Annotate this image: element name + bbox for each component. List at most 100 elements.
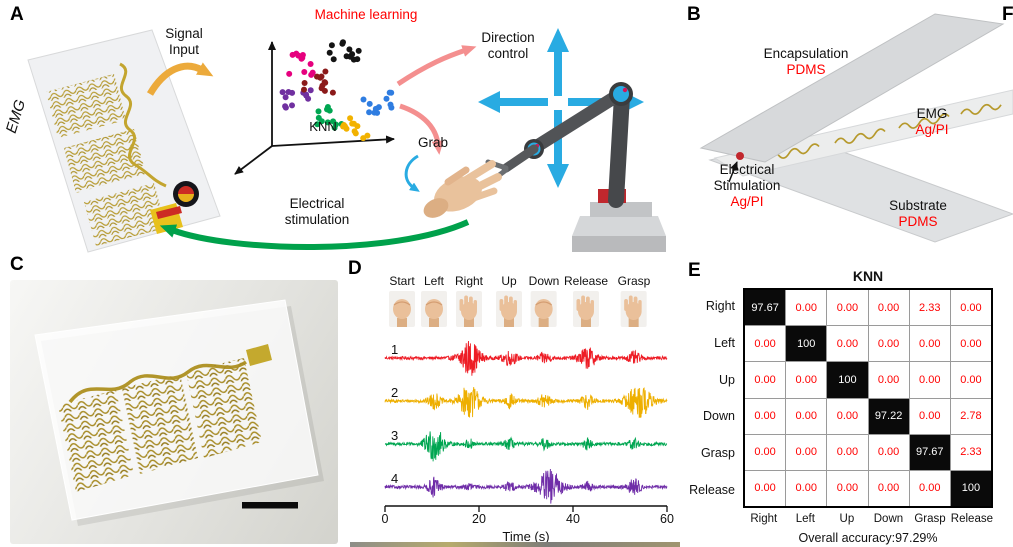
gesture-left: Left [421,274,447,328]
stimulation-arrow-icon [159,219,470,250]
panel-e-label: E [688,260,701,281]
confusion-cell-4-2: 0.00 [827,434,868,470]
confusion-cell-4-4: 97.67 [909,434,950,470]
scatter-point [324,119,331,126]
signal-input-label: Signal Input [165,26,203,57]
grab-hand [423,160,502,218]
confusion-cell-3-2: 0.00 [827,398,868,434]
scatter-point [279,89,286,96]
connector-pad-photo [246,344,272,366]
col-label-release: Release [950,513,993,525]
x-tick-40: 40 [566,512,580,526]
confusion-cell-2-3: 0.00 [868,362,909,398]
confusion-cell-4-3: 0.00 [868,434,909,470]
row-label-up: Up [719,372,735,387]
confusion-cell-1-2: 0.00 [827,326,868,362]
to-direction-arrow-icon [396,45,477,87]
mesh-electrode-1 [58,390,134,492]
panel-a-label: A [10,4,24,25]
to-grab-arrow-icon [399,103,444,155]
panel-b: B Encapsulation PDMS EMG Ag/PI Electrica… [685,0,1013,258]
panel-a-illustration [27,28,666,253]
confusion-cell-1-0: 0.00 [745,326,786,362]
gesture-label-up: Up [501,274,517,288]
channel-label-1: 1 [391,342,399,357]
emg-signal-plot [384,340,668,512]
channel-label-3: 3 [391,428,399,443]
gesture-start: Start [389,274,415,328]
confusion-cell-0-0: 97.67 [745,290,786,326]
knn-scatter-points [279,39,395,142]
emg-trace-channel-1 [384,340,668,376]
x-tick-0: 0 [381,512,389,526]
electrode-pointer-arrow-icon [728,161,738,183]
col-label-up: Up [839,513,855,525]
x-axis-title: Time (s) [502,529,550,544]
scatter-point [351,128,358,135]
row-label-grasp: Grasp [700,445,735,460]
gesture-label-grasp: Grasp [617,274,651,288]
confusion-cell-5-1: 0.00 [786,470,827,506]
confusion-cell-3-4: 0.00 [909,398,950,434]
device-photo-art [34,299,324,526]
hand-photo-fist-icon [531,291,557,328]
scatter-point [314,73,320,80]
scatter-point [360,96,367,103]
confusion-cell-0-1: 0.00 [786,290,827,326]
grab-label: Grab [417,135,449,150]
col-label-right: Right [750,513,778,525]
confusion-cell-2-4: 0.00 [909,362,950,398]
electrical-stimulation-layer-label: Electrical Stimulation Ag/PI [713,162,781,209]
scatter-point [388,89,395,96]
hand-photo-open-icon [455,291,482,327]
serpentine-trace [119,62,167,188]
scatter-point [322,79,329,86]
panel-c-label: C [10,254,24,275]
scatter-point [314,121,321,128]
confusion-cell-2-0: 0.00 [745,362,786,398]
scatter-point [349,51,356,58]
mesh-electrode-2 [122,374,198,474]
scatter-point [347,115,354,122]
scale-bar [242,502,298,509]
scatter-point [315,114,322,121]
gesture-label-left: Left [423,274,444,288]
mesh-electrode-3 [186,358,262,458]
emg-trace-channel-3 [384,431,668,462]
encapsulation-label: Encapsulation PDMS [763,46,849,77]
confusion-cell-5-2: 0.00 [827,470,868,506]
scatter-point [328,42,335,49]
panel-e: E KNN Right Left Up Down Grasp Release 9… [685,258,1013,547]
channel-label-2: 2 [391,385,399,400]
scatter-point [307,87,314,94]
hand-photo-open-icon [573,291,599,327]
row-label-left: Left [714,335,735,350]
confusion-cell-4-5: 2.33 [950,434,991,470]
confusion-cell-2-5: 0.00 [950,362,991,398]
col-label-grasp: Grasp [914,513,946,525]
scatter-point [282,103,289,110]
knn-scatter-axes [234,41,395,175]
confusion-cell-5-4: 0.00 [909,470,950,506]
scatter-point [301,80,308,86]
stimulation-electrode [736,152,744,160]
channel-label-4: 4 [391,471,399,486]
gesture-right: Right [455,274,483,327]
confusion-cell-1-1: 100 [786,326,827,362]
row-label-down: Down [703,409,735,424]
confusion-cell-2-1: 0.00 [786,362,827,398]
confusion-cell-3-0: 0.00 [745,398,786,434]
confusion-cell-4-0: 0.00 [745,434,786,470]
overall-accuracy: Overall accuracy:97.29% [798,531,938,545]
panel-d: D Start Left Right Up Down Release Grasp [345,258,682,547]
scatter-point [307,61,314,67]
scatter-point [349,120,356,127]
panel-c: C [8,254,340,547]
scatter-point [372,105,379,112]
emg-device [27,29,221,253]
emg-trace-channel-4 [384,468,668,504]
gesture-down: Down [529,274,559,328]
confusion-cell-0-5: 0.00 [950,290,991,326]
